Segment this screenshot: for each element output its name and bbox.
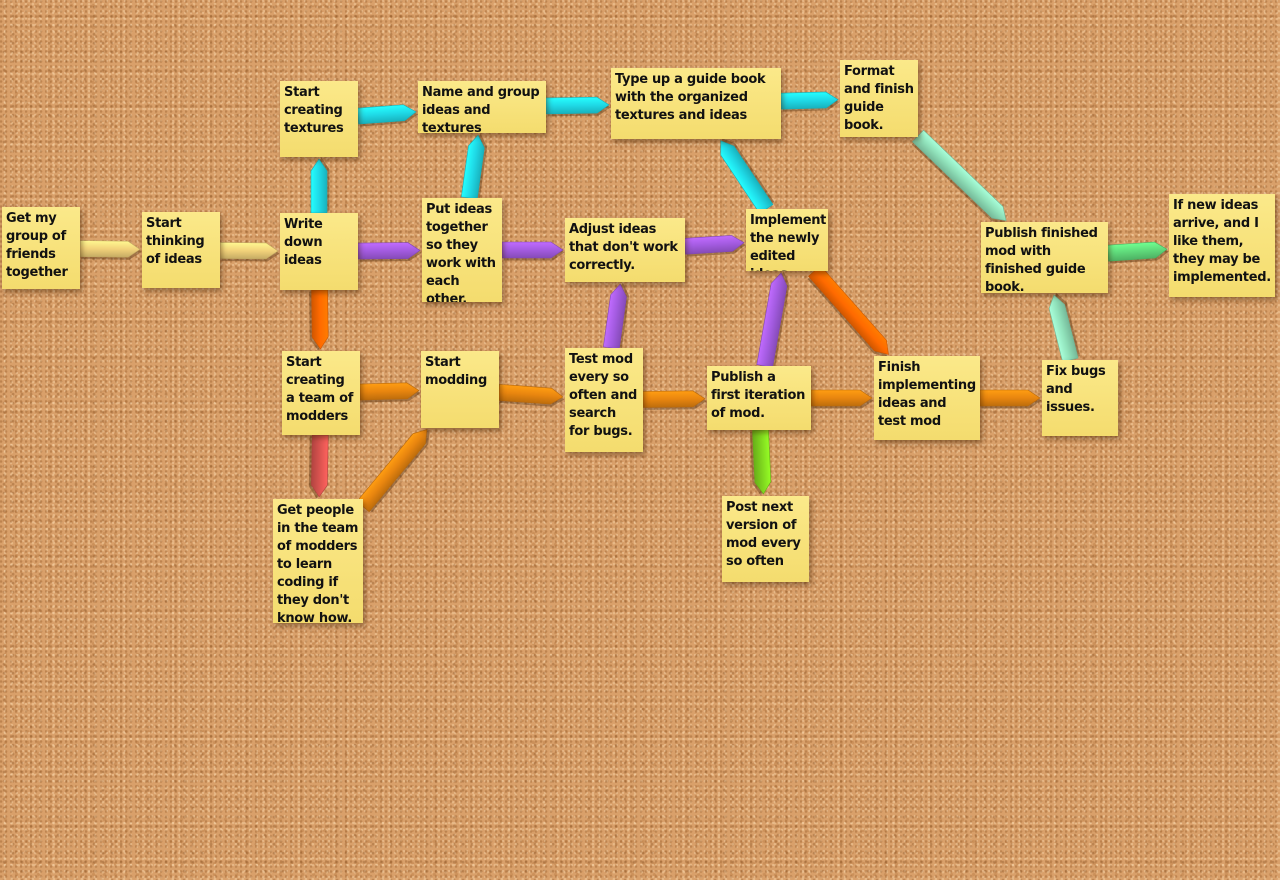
arrow-publishfirst-to-postnext — [750, 429, 772, 496]
arrow-textures-to-name — [357, 104, 418, 127]
note-start-creating-textures: Start creating textures — [280, 81, 358, 157]
arrow-guide-to-format — [780, 91, 840, 112]
arrow-body — [684, 235, 745, 255]
arrow-body — [311, 289, 329, 350]
note-post-next-version: Post next version of mod every so often — [722, 496, 809, 582]
note-publish-finished-mod: Publish finished mod with finished guide… — [981, 222, 1108, 293]
arrow-coding-to-modding — [356, 429, 430, 513]
note-publish-first-iteration: Publish a first iteration of mod. — [707, 366, 811, 430]
arrow-body — [756, 272, 788, 368]
note-put-ideas-together: Put ideas together so they work with eac… — [422, 198, 502, 302]
arrow-name-to-guide — [545, 96, 611, 117]
arrow-body — [79, 240, 141, 258]
arrow-team-to-coding — [308, 434, 329, 499]
arrow-putideas-to-name — [461, 133, 488, 200]
arrow-body — [1107, 241, 1168, 262]
arrow-putideas-to-adjust — [501, 241, 565, 261]
arrow-body — [912, 129, 1007, 221]
note-start-modding: Start modding — [421, 351, 499, 428]
arrow-friends-to-thinking — [79, 240, 142, 260]
arrow-test-to-adjust — [603, 282, 630, 350]
arrow-publishfinal-to-newideas — [1107, 241, 1169, 264]
note-name-and-group-ideas: Name and group ideas and textures — [418, 81, 546, 133]
note-new-ideas-implemented: If new ideas arrive, and I like them, th… — [1169, 194, 1275, 297]
arrow-body — [1048, 294, 1079, 363]
arrow-body — [359, 382, 420, 401]
note-learn-coding: Get people in the team of modders to lea… — [273, 499, 363, 623]
arrow-body — [752, 429, 772, 495]
arrow-body — [808, 265, 889, 355]
note-test-mod: Test mod every so often and search for b… — [565, 348, 643, 452]
arrow-body — [545, 96, 610, 115]
note-fix-bugs: Fix bugs and issues. — [1042, 360, 1118, 436]
arrow-body — [780, 91, 839, 110]
note-adjust-ideas: Adjust ideas that don't work correctly. — [565, 218, 685, 282]
arrow-write-to-putideas — [357, 242, 422, 262]
arrow-implement-to-guide — [720, 138, 775, 214]
arrow-team-to-modding — [359, 382, 421, 403]
arrow-body — [311, 434, 329, 498]
arrow-body — [356, 429, 428, 513]
arrow-publishfirst-to-finish — [810, 389, 874, 409]
arrow-write-to-team — [309, 289, 329, 351]
arrow-fixbugs-to-publishfinal — [1048, 292, 1081, 363]
arrow-body — [219, 242, 279, 260]
arrow-modding-to-test — [498, 384, 565, 407]
arrow-body — [810, 389, 873, 407]
arrow-body — [501, 241, 564, 259]
note-start-creating-team: Start creating a team of modders — [282, 351, 360, 435]
note-write-down-ideas: Write down ideas — [280, 213, 358, 290]
arrow-body — [642, 390, 706, 408]
arrow-finish-to-fixbugs — [979, 389, 1042, 409]
note-type-up-guide-book: Type up a guide book with the organized … — [611, 68, 781, 139]
arrow-body — [357, 242, 421, 260]
arrow-body — [979, 389, 1041, 407]
arrow-body — [310, 158, 328, 214]
note-get-friends-together: Get my group of friends together — [2, 207, 80, 289]
arrow-write-to-textures — [310, 157, 330, 214]
arrow-body — [720, 140, 774, 214]
note-format-and-finish-guide-book: Format and finish guide book. — [840, 60, 918, 137]
note-finish-implementing-ideas: Finish implementing ideas and test mod — [874, 356, 980, 440]
arrow-thinking-to-write — [219, 242, 280, 262]
note-start-thinking-of-ideas: Start thinking of ideas — [142, 212, 220, 288]
arrow-test-to-publishfirst — [642, 390, 707, 410]
arrow-publishfirst-to-implement — [756, 271, 790, 368]
arrow-format-to-publishfinal — [911, 129, 1007, 224]
arrow-body — [357, 104, 417, 125]
arrow-implement-to-finish — [807, 265, 889, 358]
arrow-adjust-to-implement — [684, 235, 746, 257]
note-implement-edited-ideas: Implement the newly edited ideas — [746, 209, 828, 271]
